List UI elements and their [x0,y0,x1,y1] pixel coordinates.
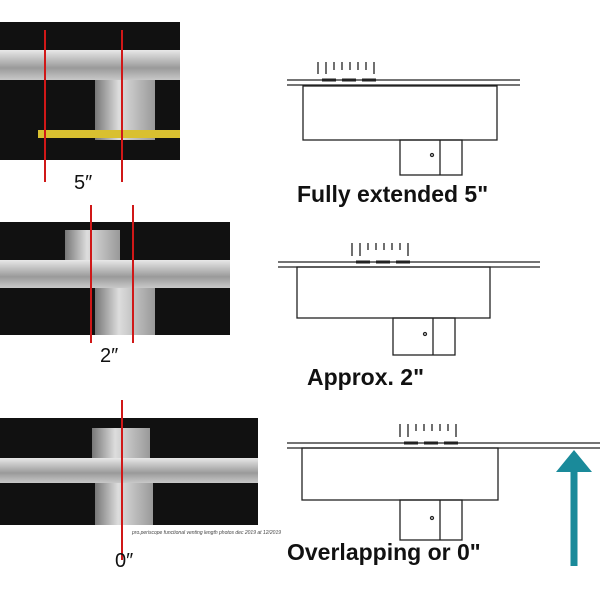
diagram-approx [278,243,540,356]
photo-label-2: 2″ [100,345,119,367]
guide-line [132,205,134,343]
caption-approx-2: Approx. 2" [307,364,424,390]
guide-line [121,400,123,560]
photo-overlap-0 [0,418,258,525]
diagram-overlap [287,424,600,541]
caption-overlapping: Overlapping or 0" [287,539,481,565]
photo-approx-2 [0,222,230,335]
up-arrow-icon [556,450,592,566]
diagram-extended [287,62,520,176]
photo-label-0: 0″ [115,550,134,572]
guide-line [90,205,92,343]
guide-line [44,30,46,182]
photo-extended-5 [0,22,180,160]
photo-label-5: 5″ [74,172,93,194]
caption-fully-extended: Fully extended 5" [297,181,489,207]
guide-line [121,30,123,182]
photo-credit: pro.periscope functional venting length … [132,530,281,536]
